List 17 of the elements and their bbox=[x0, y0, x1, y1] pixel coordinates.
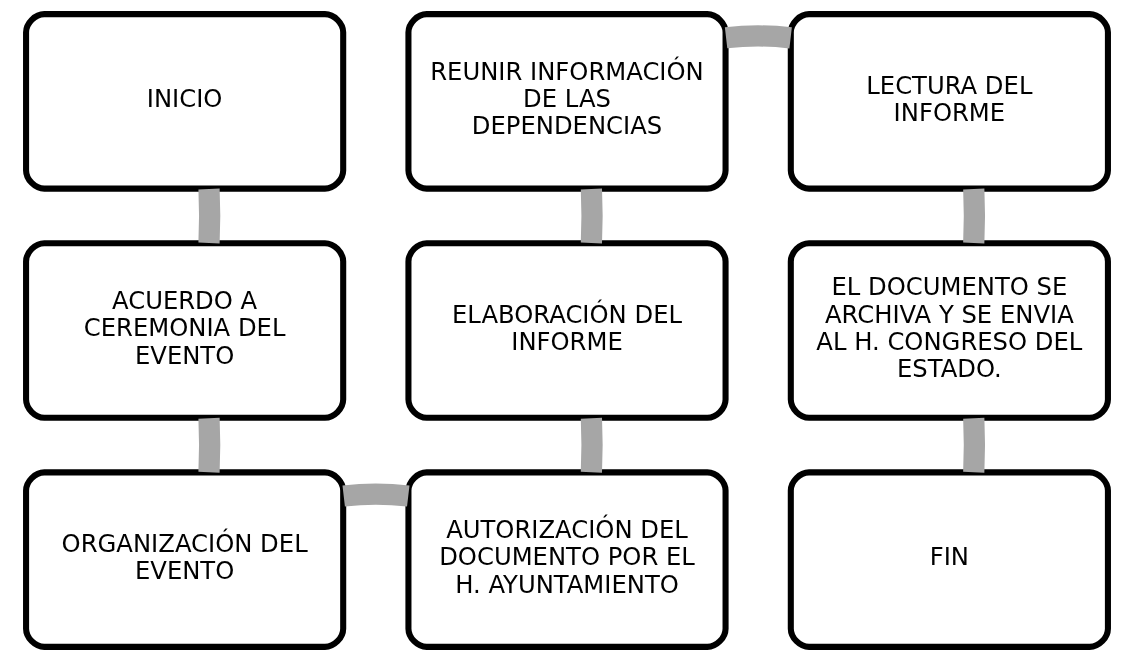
node-box: AUTORIZACIÓN DEL DOCUMENTO POR EL H. AYUNTAMIENTO bbox=[405, 469, 729, 650]
connector bbox=[963, 188, 985, 244]
node-box: ELABORACIÓN DEL INFORME bbox=[405, 240, 729, 421]
node-box: FIN bbox=[787, 469, 1111, 650]
connector bbox=[198, 417, 221, 473]
node-box: EL DOCUMENTO SE ARCHIVA Y SE ENVIA AL H. CONGRESO DEL ESTADO. bbox=[787, 240, 1111, 421]
node-box: ORGANIZACIÓN DEL EVENTO bbox=[23, 469, 347, 650]
connector bbox=[342, 483, 410, 507]
node-box: ACUERDO A CEREMONIA DEL EVENTO bbox=[23, 240, 347, 421]
node-box: LECTURA DEL INFORME bbox=[787, 11, 1111, 192]
connector bbox=[580, 188, 603, 244]
node-box: INICIO bbox=[23, 11, 347, 192]
connector bbox=[580, 417, 603, 473]
node-box: REUNIR INFORMACIÓN DE LAS DEPENDENCIAS bbox=[405, 11, 729, 192]
connector bbox=[198, 188, 221, 244]
connector bbox=[724, 25, 792, 49]
connector bbox=[963, 417, 985, 473]
